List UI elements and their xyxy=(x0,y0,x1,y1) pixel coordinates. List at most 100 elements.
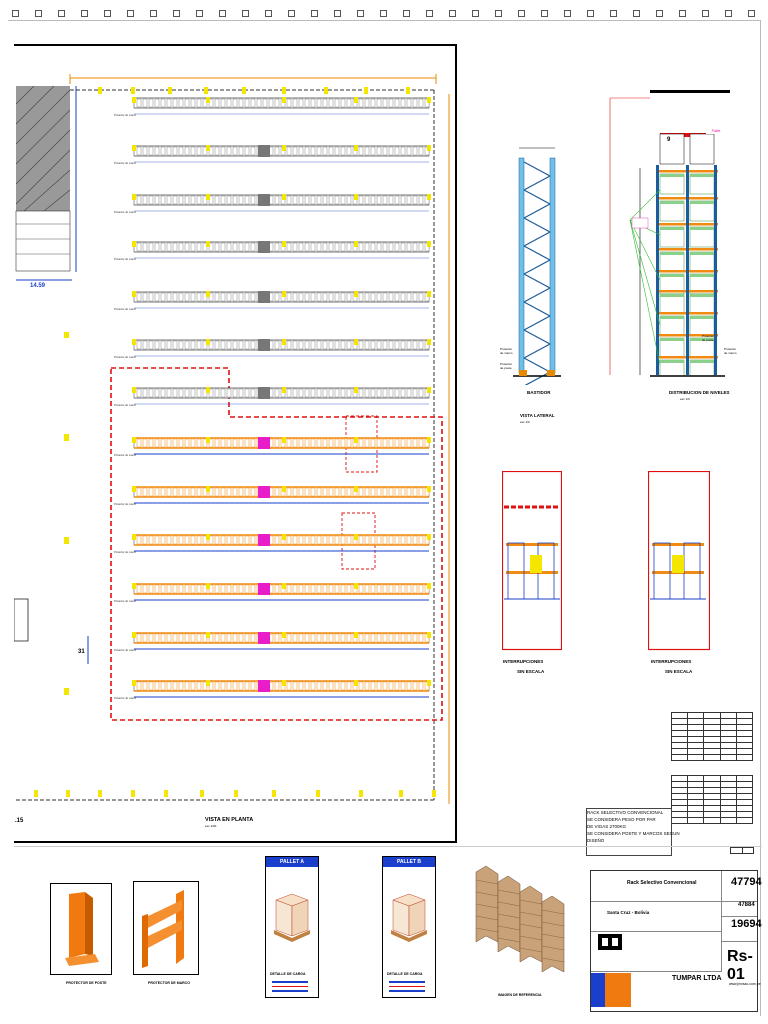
pallet-a-detalle: DETALLE DE CARGA xyxy=(270,972,306,976)
reference-image xyxy=(466,852,570,980)
bastidor-protector-marco: Protector de marco xyxy=(500,347,513,355)
svg-text:Protector de marco: Protector de marco xyxy=(114,453,137,457)
frame-tick xyxy=(12,10,19,17)
pallet-b-detalle: DETALLE DE CARGA xyxy=(387,972,423,976)
frame-tick xyxy=(35,10,42,17)
frame-tick xyxy=(357,10,364,17)
frame-tick xyxy=(380,10,387,17)
total-table xyxy=(730,847,754,854)
frame-tick xyxy=(495,10,502,17)
pallet-a-detail-lines xyxy=(272,979,308,993)
distribucion-drawing: Pallet xyxy=(609,90,730,377)
svg-text:Protector de marco: Protector de marco xyxy=(114,599,137,603)
rack-row-interruption xyxy=(258,486,270,498)
frame-tick xyxy=(58,10,65,17)
pallet-a-table xyxy=(670,712,754,761)
distribucion-protector-poste: Protector de poste xyxy=(702,334,715,342)
frame-tick xyxy=(564,10,571,17)
frame-tick xyxy=(311,10,318,17)
rack-row: Protector de marco xyxy=(114,632,431,652)
protector-marco-image xyxy=(142,890,184,968)
svg-text:Protector de marco: Protector de marco xyxy=(114,113,137,117)
title-block-n3: 19694 xyxy=(731,918,762,930)
rack-row: Protector de marco xyxy=(114,145,431,165)
title-block-location: Santa Cruz - Bolivia xyxy=(607,910,650,915)
interrupciones-2-subtitle: SIN ESCALA xyxy=(665,669,693,674)
frame-tick xyxy=(426,10,433,17)
frame-tick xyxy=(679,10,686,17)
pallet-a-drawing xyxy=(274,893,310,942)
frame-tick xyxy=(104,10,111,17)
distribucion-protector-marco: Protector de marco xyxy=(724,347,737,355)
svg-text:Protector de marco: Protector de marco xyxy=(114,648,137,652)
title-block-n1: 47794 xyxy=(731,876,762,888)
title-block-sheet: Rs-01 xyxy=(727,948,753,983)
rack-row-interruption xyxy=(258,291,270,303)
rack-row: Protector de marco xyxy=(114,241,431,261)
svg-text:Protector de marco: Protector de marco xyxy=(114,355,137,359)
svg-text:Protector de marco: Protector de marco xyxy=(114,161,137,165)
frame-tick xyxy=(288,10,295,17)
svg-text:Protector de marco: Protector de marco xyxy=(114,502,137,506)
pallet-b-drawing xyxy=(391,893,427,942)
frame-tick xyxy=(656,10,663,17)
level-number: 9 xyxy=(667,137,671,143)
note-line-2: SE CONSIDERA PESO POR PAR xyxy=(587,817,656,822)
frame-right-line xyxy=(760,20,761,1016)
rack-row: Protector de marco xyxy=(114,534,431,554)
interrupciones-1-title: INTERRUPCIONES xyxy=(503,659,544,664)
notes-box: RACK SELECTIVO CONVENCIONAL SE CONSIDERA… xyxy=(586,808,680,856)
rack-row-interruption xyxy=(258,680,270,692)
frame-tick xyxy=(449,10,456,17)
vista-lateral-label: VISTA LATERAL xyxy=(520,413,555,418)
title-block-web: www.jmvsac.com.pe xyxy=(729,982,761,986)
plan-view-title: VISTA EN PLANTA xyxy=(205,817,254,823)
frame-tick xyxy=(610,10,617,17)
frame-tick xyxy=(334,10,341,17)
rack-row-interruption xyxy=(258,194,270,206)
rack-row-interruption xyxy=(258,145,270,157)
note-line-3: DE VIGAS 2700KG xyxy=(587,824,627,829)
pallet-b-detail-lines xyxy=(389,979,425,993)
note-line-5: DISEÑO xyxy=(587,838,605,843)
frame-tick xyxy=(265,10,272,17)
distribucion-label: DISTRIBUCION DE NIVELES xyxy=(669,390,730,395)
rack-row: Protector de marco xyxy=(114,194,431,214)
plan-view-scale: esc 1/00 xyxy=(205,824,217,828)
rack-row-interruption xyxy=(258,534,270,546)
svg-text:Protector de marco: Protector de marco xyxy=(114,257,137,261)
frame-tick xyxy=(587,10,594,17)
frame-tick xyxy=(403,10,410,17)
note-line-4: SE CONSIDERA POSTE Y MARCOS SEGUN xyxy=(587,831,680,836)
frame-tick xyxy=(748,10,755,17)
rack-row-interruption xyxy=(258,437,270,449)
frame-tick xyxy=(633,10,640,17)
pallet-a-title: PALLET A xyxy=(266,857,318,867)
plan-left-dimension: 14.59 xyxy=(30,283,46,289)
frame-tick xyxy=(127,10,134,17)
protector-marco-caption: PROTECTOR DE MARCO xyxy=(148,981,190,985)
bottom-band-line xyxy=(14,846,762,847)
title-block-company: TUMPAR LTDA xyxy=(672,975,722,982)
rack-row: Protector de marco xyxy=(114,583,431,603)
rack-row-interruption xyxy=(258,632,270,644)
frame-tick xyxy=(702,10,709,17)
note-line-1: RACK SELECTIVO CONVENCIONAL xyxy=(587,810,664,815)
title-block-logo xyxy=(598,934,622,950)
frame-tick xyxy=(518,10,525,17)
rack-row-interruption xyxy=(258,241,270,253)
svg-text:Protector de marco: Protector de marco xyxy=(114,403,137,407)
bastidor-protector-poste: Protector de poste xyxy=(500,362,513,370)
frame-tick xyxy=(242,10,249,17)
title-block-n2: 47884 xyxy=(738,902,755,908)
reference-image-caption: IMAGEN DE REFERENCIA xyxy=(498,993,542,997)
rack-row: Protector de marco xyxy=(114,486,431,506)
interrupciones-2-title: INTERRUPCIONES xyxy=(651,659,692,664)
rack-row: Protector de marco xyxy=(114,97,431,117)
vista-lateral-scale: esc 1/0 xyxy=(520,420,530,424)
rack-row: Protector de marco xyxy=(114,339,431,359)
frame-tick xyxy=(472,10,479,17)
frame-tick xyxy=(173,10,180,17)
pallet-b-title: PALLET B xyxy=(383,857,435,867)
